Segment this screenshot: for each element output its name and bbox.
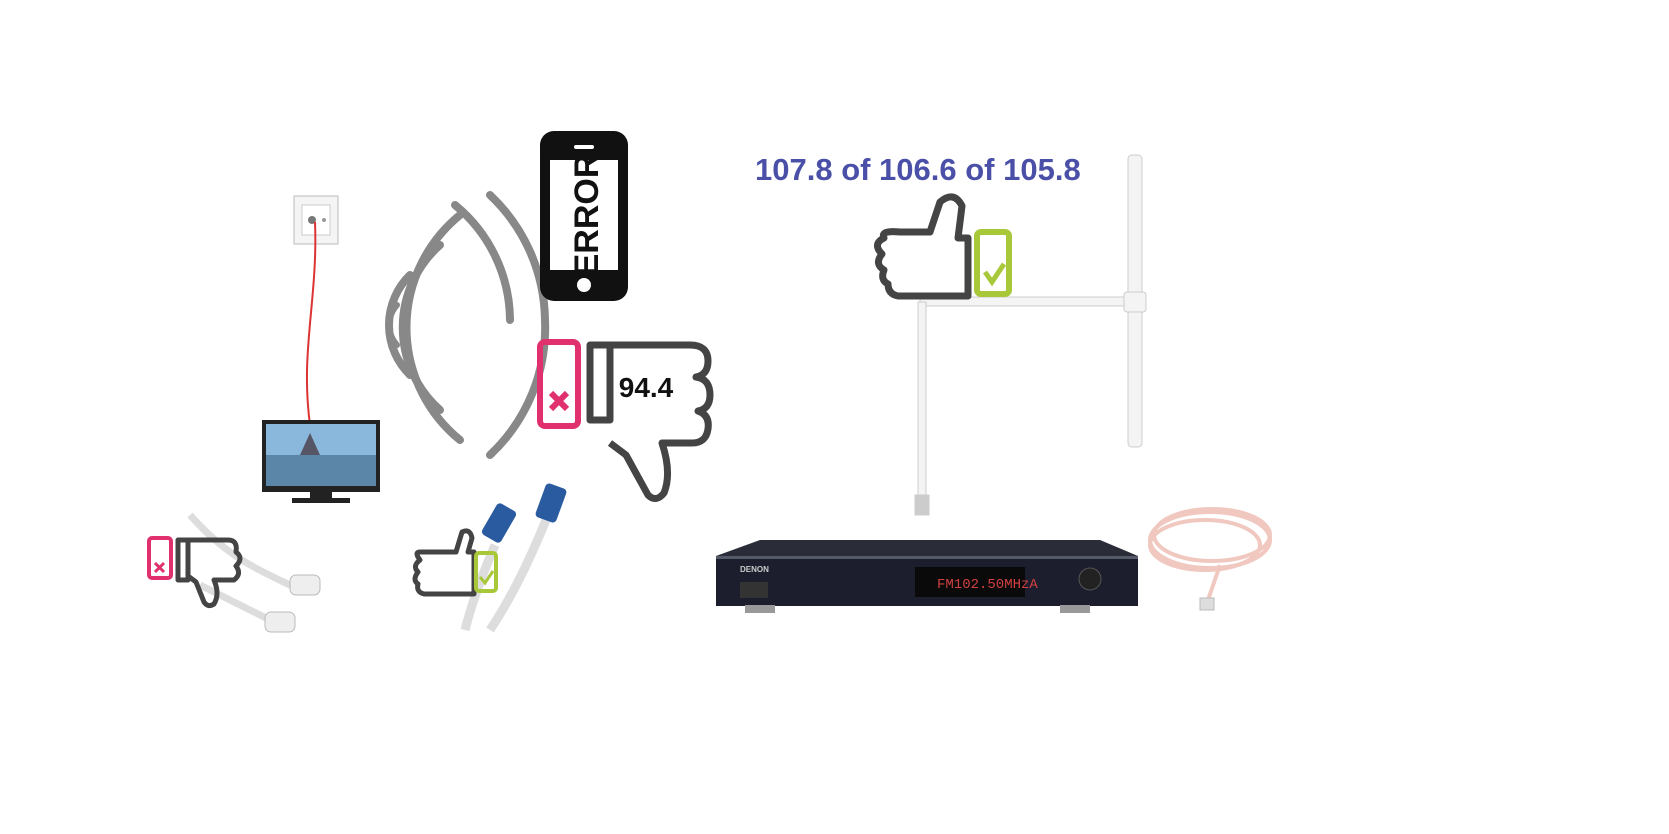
bad-signal-x-icon [537, 339, 581, 429]
television [262, 420, 380, 503]
bad-coax-cable [187, 512, 321, 633]
good-signal-check-icon [974, 229, 1012, 297]
thumbs-up-icon-small [412, 528, 477, 597]
wireless-signal-icon [384, 191, 550, 459]
thumbs-down-icon [586, 341, 714, 502]
thumbs-up-icon [874, 193, 972, 300]
bad-frequency-label: 94.4 [619, 372, 674, 403]
tuner-display: FM102.50MHzA [937, 577, 1038, 593]
good-signal-check-icon-small [474, 551, 498, 593]
fm-tuner: DENON FM102.50MHzA [716, 540, 1138, 613]
coiled-antenna-cable [1148, 507, 1272, 611]
phone-screen-text: ERROR [568, 154, 606, 277]
good-coax-cable [460, 483, 567, 633]
dipole-antenna [914, 154, 1147, 516]
tuner-brand: DENON [740, 565, 769, 574]
red-antenna-cable [305, 221, 317, 426]
good-frequencies-label: 107.8 of 106.6 of 105.8 [755, 152, 1081, 187]
bad-signal-x-icon-small [147, 536, 173, 580]
thumbs-down-icon-small [175, 537, 243, 609]
phone-icon: ERROR [540, 131, 628, 301]
